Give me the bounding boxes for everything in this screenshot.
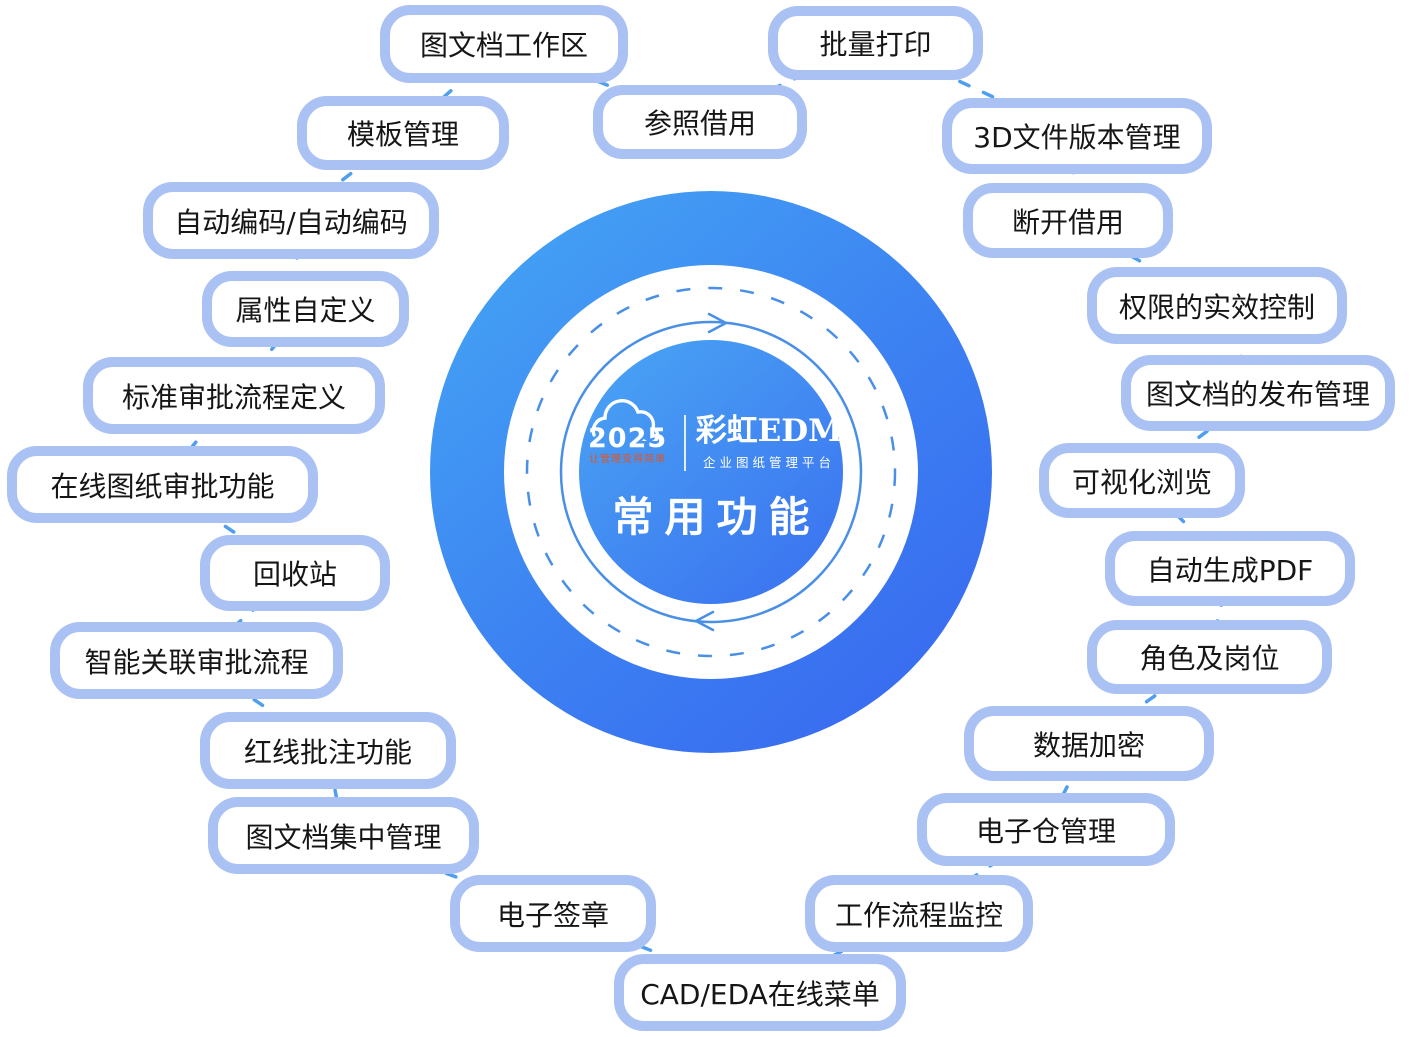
pill-doc-central-mgmt: 图文档集中管理 bbox=[208, 797, 479, 874]
logo-slogan: 让管理变得简单 bbox=[589, 454, 667, 465]
pill-template-mgmt: 模板管理 bbox=[297, 96, 509, 170]
pill-3d-version-mgmt: 3D文件版本管理 bbox=[942, 98, 1212, 174]
pill-std-approval: 标准审批流程定义 bbox=[83, 357, 385, 434]
brand-divider bbox=[683, 415, 686, 471]
pill-batch-print: 批量打印 bbox=[768, 6, 983, 80]
logo-cloud-icon bbox=[591, 399, 659, 441]
pill-recycle-bin: 回收站 bbox=[200, 535, 390, 611]
center-inner-disc: 2025 让管理变得简单 彩虹EDM 企业图纸管理平台 常用功能 bbox=[579, 340, 843, 604]
pill-e-warehouse: 电子仓管理 bbox=[917, 793, 1175, 866]
rotation-rings bbox=[525, 286, 897, 658]
brand-block: 彩虹EDM 企业图纸管理平台 bbox=[696, 415, 843, 471]
brand-name: 彩虹EDM bbox=[696, 415, 843, 448]
brand-subtitle: 企业图纸管理平台 bbox=[702, 454, 835, 470]
logo-2025: 2025 让管理变得简单 bbox=[580, 399, 676, 465]
solid-orbit bbox=[559, 320, 863, 624]
pill-disconnect-borrow: 断开借用 bbox=[963, 183, 1173, 258]
pill-auto-coding: 自动编码/自动编码 bbox=[143, 182, 439, 259]
dashed-orbit bbox=[525, 286, 897, 658]
pill-perm-control: 权限的实效控制 bbox=[1087, 267, 1347, 344]
brand-name-latin: EDM bbox=[757, 413, 843, 450]
cw-arrow-bottom-icon bbox=[693, 610, 715, 632]
logo-row: 2025 让管理变得简单 彩虹EDM 企业图纸管理平台 bbox=[580, 399, 843, 471]
pill-smart-approval: 智能关联审批流程 bbox=[50, 622, 343, 699]
pill-cad-eda-menu: CAD/EDA在线菜单 bbox=[614, 954, 906, 1031]
center-title: 常用功能 bbox=[612, 493, 821, 541]
cw-arrow-top-icon bbox=[707, 312, 729, 334]
pill-role-position: 角色及岗位 bbox=[1087, 620, 1332, 694]
pill-online-approval: 在线图纸审批功能 bbox=[7, 446, 318, 523]
pill-auto-pdf: 自动生成PDF bbox=[1105, 531, 1355, 606]
brand-name-cn: 彩虹 bbox=[695, 413, 758, 450]
pill-workflow-monitor: 工作流程监控 bbox=[805, 875, 1033, 952]
pill-data-encrypt: 数据加密 bbox=[964, 706, 1214, 781]
pill-redline-annotate: 红线批注功能 bbox=[200, 712, 456, 789]
pill-e-signature: 电子签章 bbox=[450, 875, 656, 952]
pill-attr-custom: 属性自定义 bbox=[202, 271, 409, 347]
pill-visual-browse: 可视化浏览 bbox=[1039, 443, 1245, 518]
pill-reference-borrow: 参照借用 bbox=[593, 85, 807, 159]
pill-doc-publish: 图文档的发布管理 bbox=[1121, 355, 1395, 431]
pill-doc-workspace: 图文档工作区 bbox=[380, 5, 628, 83]
